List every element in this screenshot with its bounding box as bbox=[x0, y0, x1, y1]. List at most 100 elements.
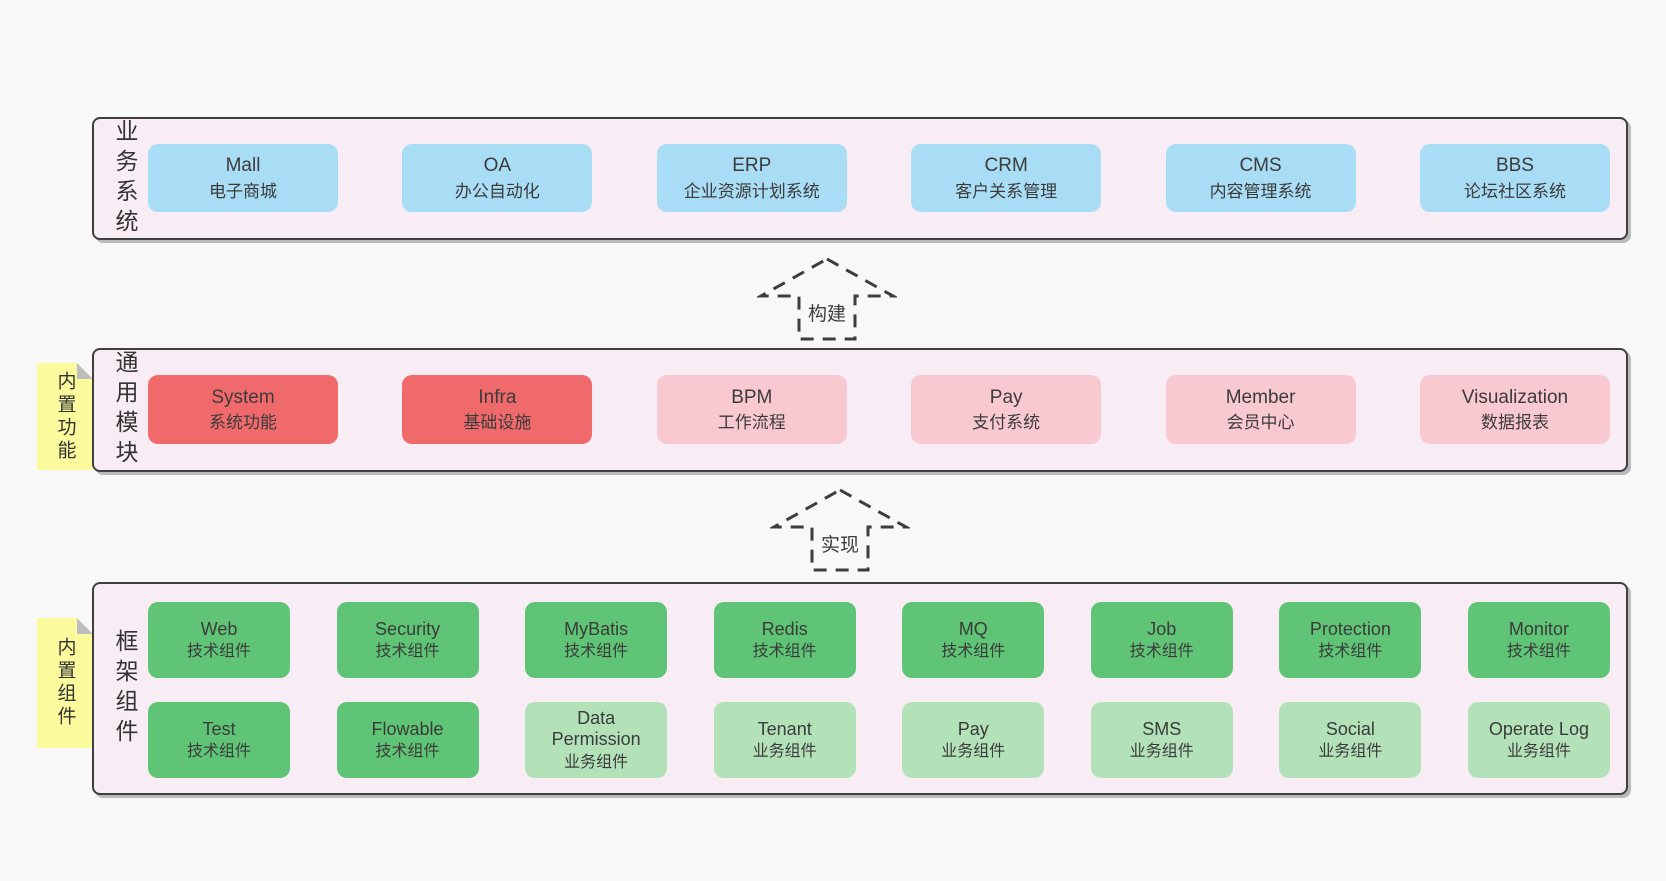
box-title: ERP bbox=[732, 155, 772, 176]
box-subtitle: 业务组件 bbox=[1129, 743, 1194, 761]
box-social: Social 业务组件 bbox=[1279, 702, 1422, 778]
box-operate-log: Operate Log 业务组件 bbox=[1467, 702, 1610, 778]
box-redis: Redis 技术组件 bbox=[713, 602, 856, 678]
folded-corner-icon bbox=[77, 363, 93, 379]
box-subtitle: 技术组件 bbox=[564, 643, 629, 661]
box-oa: OA 办公自动化 bbox=[402, 144, 593, 212]
box-subtitle: 工作流程 bbox=[717, 413, 786, 433]
box-subtitle: 客户关系管理 bbox=[955, 181, 1058, 201]
box-subtitle: 办公自动化 bbox=[454, 181, 540, 201]
box-infra: Infra 基础设施 bbox=[402, 375, 593, 444]
box-title: Flowable bbox=[371, 718, 444, 739]
box-subtitle: 技术组件 bbox=[1318, 643, 1383, 661]
box-subtitle: 系统功能 bbox=[209, 413, 277, 433]
box-title: Job bbox=[1147, 618, 1177, 639]
box-web: Web 技术组件 bbox=[148, 602, 290, 678]
box-subtitle: 技术组件 bbox=[186, 643, 251, 661]
box-pay-component: Pay 业务组件 bbox=[902, 702, 1045, 778]
box-title: Social bbox=[1325, 718, 1375, 739]
business-systems-layer: 业务系统 Mall 电子商城 OA 办公自动化 ERP 企业资源计划系统 CRM… bbox=[92, 117, 1628, 240]
box-title: CMS bbox=[1239, 155, 1282, 176]
box-subtitle: 论坛社区系统 bbox=[1463, 181, 1566, 201]
box-subtitle: 企业资源计划系统 bbox=[683, 181, 820, 201]
box-subtitle: 技术组件 bbox=[375, 743, 440, 761]
box-title: Infra bbox=[478, 386, 517, 408]
box-protection: Protection 技术组件 bbox=[1279, 602, 1422, 678]
box-pay-system: Pay 支付系统 bbox=[911, 375, 1102, 444]
implement-arrow-icon: 实现 bbox=[770, 486, 910, 574]
box-subtitle: 技术组件 bbox=[1506, 643, 1571, 661]
box-cms: CMS 内容管理系统 bbox=[1165, 144, 1356, 212]
box-data-permission: Data Permission 业务组件 bbox=[525, 702, 668, 778]
box-title: Member bbox=[1225, 386, 1296, 408]
box-subtitle: 技术组件 bbox=[186, 743, 251, 761]
box-title: Operate Log bbox=[1488, 718, 1589, 739]
layer-label-business-systems: 业务系统 bbox=[112, 118, 138, 239]
box-title: Monitor bbox=[1508, 618, 1569, 639]
common-modules-layer: 通用模块 System 系统功能 Infra 基础设施 BPM 工作流程 Pay… bbox=[92, 348, 1628, 472]
box-title: OA bbox=[483, 155, 512, 176]
box-subtitle: 基础设施 bbox=[463, 413, 532, 433]
box-subtitle: 数据报表 bbox=[1480, 413, 1549, 433]
box-crm: CRM 客户关系管理 bbox=[911, 144, 1102, 212]
framework-components-row-2: Test 技术组件 Flowable 技术组件 Data Permission … bbox=[148, 702, 1610, 778]
box-subtitle: 技术组件 bbox=[1129, 643, 1194, 661]
box-title: MyBatis bbox=[564, 618, 629, 639]
build-arrow-label: 构建 bbox=[804, 299, 850, 326]
box-title: Test bbox=[202, 718, 236, 739]
box-subtitle: 业务组件 bbox=[941, 743, 1006, 761]
box-tenant: Tenant 业务组件 bbox=[713, 702, 856, 778]
box-title: Redis bbox=[761, 618, 808, 639]
box-monitor: Monitor 技术组件 bbox=[1467, 602, 1610, 678]
box-subtitle: 技术组件 bbox=[941, 643, 1006, 661]
box-subtitle: 技术组件 bbox=[375, 643, 440, 661]
box-system: System 系统功能 bbox=[148, 375, 338, 444]
sticky-note-built-in-components: 内置组件 bbox=[37, 618, 93, 748]
box-test: Test 技术组件 bbox=[148, 702, 290, 778]
box-mall: Mall 电子商城 bbox=[148, 144, 338, 212]
box-title: MQ bbox=[958, 618, 988, 639]
box-subtitle: 业务组件 bbox=[1506, 743, 1571, 761]
sticky-note-label: 内置组件 bbox=[54, 637, 76, 729]
box-subtitle: 业务组件 bbox=[1318, 743, 1383, 761]
business-systems-row: Mall 电子商城 OA 办公自动化 ERP 企业资源计划系统 CRM 客户关系… bbox=[148, 144, 1610, 212]
box-title: Pay bbox=[989, 386, 1023, 408]
box-mq: MQ 技术组件 bbox=[902, 602, 1045, 678]
box-title: System bbox=[211, 386, 275, 408]
box-flowable: Flowable 技术组件 bbox=[336, 702, 479, 778]
box-title: Data Permission bbox=[551, 707, 641, 750]
box-visualization: Visualization 数据报表 bbox=[1419, 375, 1610, 444]
box-sms: SMS 业务组件 bbox=[1090, 702, 1233, 778]
implement-arrow-label: 实现 bbox=[817, 530, 863, 557]
box-subtitle: 业务组件 bbox=[752, 743, 817, 761]
box-job: Job 技术组件 bbox=[1090, 602, 1233, 678]
box-subtitle: 业务组件 bbox=[564, 754, 629, 771]
box-security: Security 技术组件 bbox=[336, 602, 479, 678]
box-title: SMS bbox=[1142, 718, 1182, 739]
box-title: Tenant bbox=[757, 718, 812, 739]
box-title: Protection bbox=[1309, 618, 1391, 639]
box-title: Web bbox=[200, 618, 238, 639]
sticky-note-label: 内置功能 bbox=[54, 370, 76, 463]
box-erp: ERP 企业资源计划系统 bbox=[656, 144, 847, 212]
framework-components-layer: 框架组件 Web 技术组件 Security 技术组件 MyBatis 技术组件… bbox=[92, 582, 1628, 795]
box-subtitle: 技术组件 bbox=[752, 643, 817, 661]
box-subtitle: 支付系统 bbox=[972, 413, 1041, 433]
sticky-note-built-in-functions: 内置功能 bbox=[37, 363, 93, 470]
folded-corner-icon bbox=[77, 618, 93, 634]
box-subtitle: 会员中心 bbox=[1226, 413, 1295, 433]
box-title: Mall bbox=[225, 155, 261, 176]
framework-components-row-1: Web 技术组件 Security 技术组件 MyBatis 技术组件 Redi… bbox=[148, 602, 1610, 678]
box-title: BPM bbox=[731, 386, 773, 408]
box-member: Member 会员中心 bbox=[1165, 375, 1356, 444]
build-arrow-icon: 构建 bbox=[757, 255, 897, 343]
box-mybatis: MyBatis 技术组件 bbox=[525, 602, 668, 678]
box-title: Visualization bbox=[1461, 386, 1569, 408]
box-title: CRM bbox=[984, 155, 1028, 176]
box-title: Security bbox=[375, 618, 441, 639]
box-bpm: BPM 工作流程 bbox=[656, 375, 847, 444]
box-bbs: BBS 论坛社区系统 bbox=[1419, 144, 1610, 212]
common-modules-row: System 系统功能 Infra 基础设施 BPM 工作流程 Pay 支付系统… bbox=[148, 375, 1610, 444]
layer-label-framework-components: 框架组件 bbox=[112, 628, 138, 749]
